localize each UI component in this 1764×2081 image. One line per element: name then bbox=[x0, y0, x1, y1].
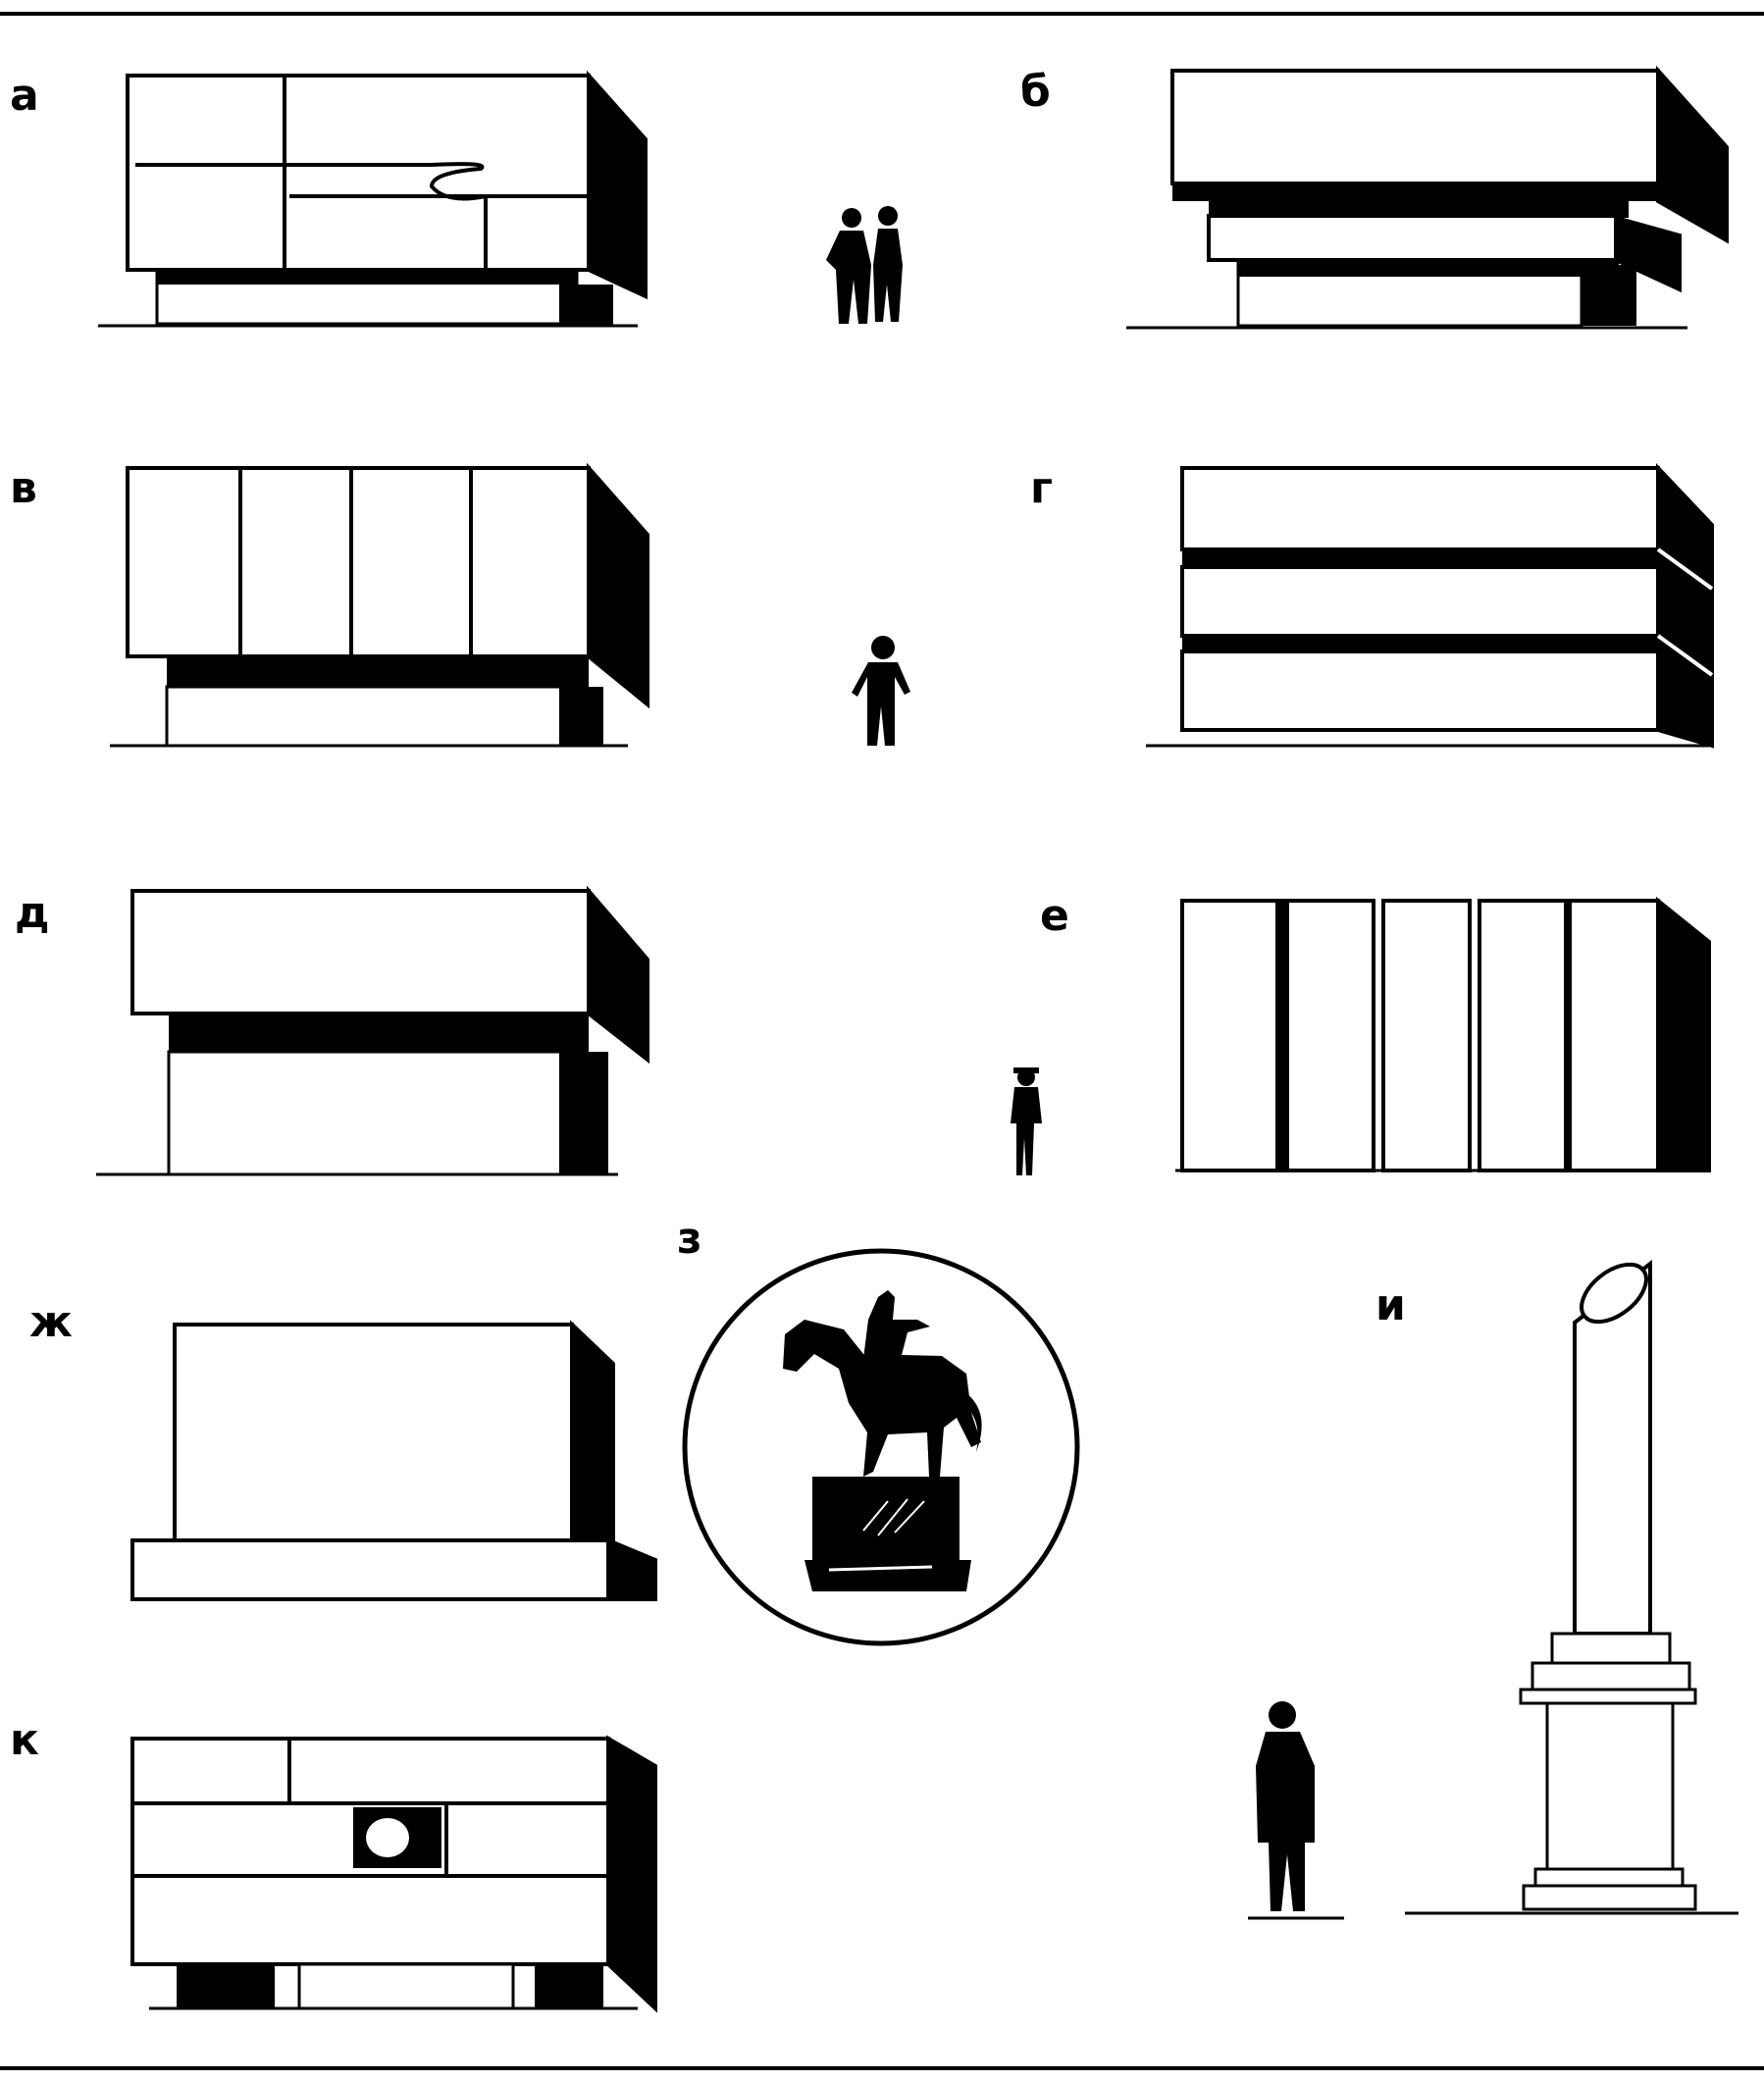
label-b: б bbox=[1020, 67, 1051, 117]
pedestal-d bbox=[96, 885, 649, 1176]
label-g: г bbox=[1030, 463, 1053, 513]
label-e: е bbox=[1040, 891, 1069, 941]
pedestal-zh bbox=[130, 1320, 657, 1601]
pedestal-v bbox=[110, 462, 649, 748]
scale-figures-pair bbox=[826, 206, 903, 324]
equestrian-statue-figure bbox=[682, 1248, 1080, 1646]
label-zh: ж bbox=[29, 1297, 73, 1347]
label-i: и bbox=[1375, 1280, 1406, 1330]
pedestal-b bbox=[1126, 65, 1729, 330]
label-a: а bbox=[10, 71, 39, 121]
label-z: з bbox=[677, 1214, 702, 1264]
scale-figure-standing bbox=[852, 636, 910, 746]
label-d: д bbox=[15, 888, 50, 938]
pedestal-a bbox=[98, 70, 648, 328]
pedestal-k bbox=[130, 1735, 657, 2013]
label-v: в bbox=[10, 463, 37, 513]
label-k: к bbox=[10, 1715, 39, 1765]
pedestal-g bbox=[1146, 462, 1714, 749]
scale-figure-coat bbox=[1248, 1701, 1344, 1920]
pedestal-e bbox=[1175, 896, 1711, 1172]
scale-figure-hat bbox=[1011, 1067, 1042, 1175]
column-monument-figure bbox=[1405, 1259, 1738, 1915]
